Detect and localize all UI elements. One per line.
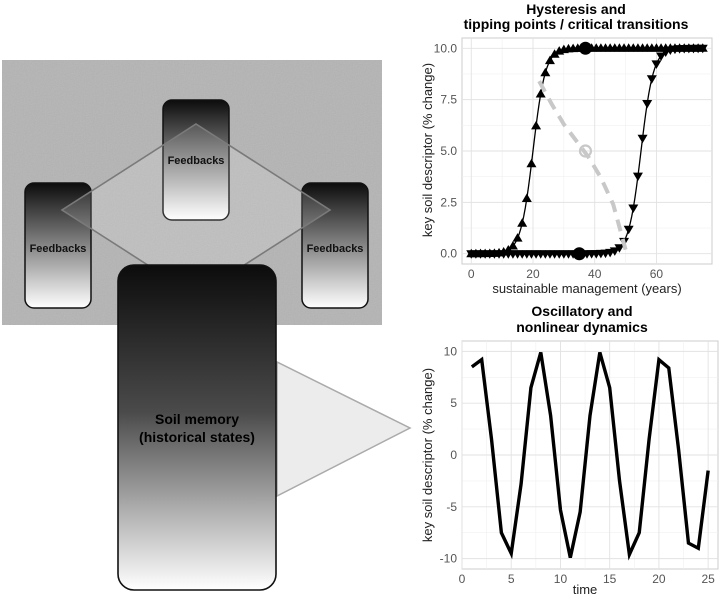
y-tick-label: 5 (450, 396, 457, 410)
y-tick-label: 10 (444, 344, 458, 358)
y-tick-labels: -10 -5 0 5 10 (440, 344, 458, 565)
feedback-label-right: Feedbacks (307, 243, 364, 255)
y-axis-label: key soil descriptor (% change) (420, 63, 435, 237)
x-tick-label: 0 (468, 267, 475, 281)
chart-subtitle: nonlinear dynamics (516, 319, 648, 335)
x-tick-label: 15 (603, 572, 617, 586)
equilibrium-point-stable (572, 247, 586, 261)
y-tick-labels: 0.0 2.5 5.0 7.5 10.0 (434, 41, 458, 260)
x-tick-label: 20 (526, 267, 540, 281)
x-tick-label: 0 (459, 572, 466, 586)
feedback-box-top (162, 99, 230, 221)
x-tick-labels: 0 20 40 60 (468, 267, 664, 281)
feedback-box-right (301, 182, 369, 309)
backward-branch-marker (632, 172, 643, 182)
y-tick-label: 0 (450, 448, 457, 462)
backward-branch-marker (697, 44, 708, 54)
backward-branch-marker (651, 60, 662, 69)
y-axis-label: key soil descriptor (% change) (420, 368, 435, 542)
soil-memory-sublabel: (historical states) (139, 429, 255, 445)
x-tick-label: 20 (652, 572, 666, 586)
y-tick-label: 7.5 (440, 93, 457, 107)
equilibrium-point-unstable (578, 144, 593, 158)
x-tick-label: 10 (554, 572, 568, 586)
forward-branch-marker (526, 158, 537, 168)
y-tick-label: 0.0 (440, 247, 457, 261)
x-tick-label: 25 (701, 572, 715, 586)
oscillation-line (470, 351, 710, 561)
chart-title: Hysteresis and (526, 1, 626, 17)
backward-branch-marker (637, 134, 648, 144)
backward-branch-marker (656, 52, 667, 61)
chart-title: Oscillatory and (531, 303, 632, 319)
forward-branch-marker (544, 55, 555, 65)
forward-branch-marker (521, 193, 532, 202)
y-tick-label: 10.0 (434, 41, 458, 55)
chart-subtitle: tipping points / critical transitions (464, 16, 689, 32)
forward-branch-marker (507, 241, 518, 250)
connector-triangle (276, 360, 412, 498)
x-tick-labels: 0 5 10 15 20 25 (459, 572, 715, 586)
forward-branch-marker (549, 49, 560, 58)
forward-branch-marker (540, 67, 551, 77)
feedback-label-left: Feedbacks (30, 243, 87, 255)
backward-branch-marker (623, 225, 634, 235)
x-tick-label: 60 (650, 267, 664, 281)
hysteresis-chart: Hysteresis and tipping points / critical… (420, 1, 713, 296)
backward-branch-marker (614, 244, 625, 253)
y-tick-label: -5 (446, 500, 457, 514)
feedback-box-left (24, 182, 92, 309)
forward-branch-marker (535, 89, 546, 98)
backward-branch-marker (609, 247, 620, 256)
forward-branch-marker (512, 233, 523, 242)
data-marks (470, 351, 710, 561)
y-tick-label: -10 (440, 552, 458, 566)
unstable-branch-line (537, 80, 628, 251)
forward-branch-marker (531, 120, 542, 130)
y-tick-label: 2.5 (440, 195, 457, 209)
gridlines (461, 341, 718, 569)
y-tick-label: 5.0 (440, 144, 457, 158)
soil-memory-box (117, 264, 277, 591)
x-tick-label: 5 (508, 572, 515, 586)
backward-branch-marker (642, 100, 653, 109)
x-tick-label: 40 (588, 267, 602, 281)
data-marks (466, 41, 708, 261)
x-axis-label: time (573, 582, 598, 597)
x-axis-label: sustainable management (years) (492, 281, 681, 296)
feedback-label-top: Feedbacks (168, 155, 225, 167)
oscillation-chart: Oscillatory and nonlinear dynamics -10 -5… (420, 303, 719, 597)
equilibrium-point-stable (578, 41, 592, 55)
feedback-diagram: Feedbacks Feedbacks Feedbacks Soil memor… (2, 60, 412, 591)
soil-memory-label: Soil memory (155, 411, 239, 427)
backward-branch-marker (628, 204, 639, 213)
backward-branch-marker (646, 75, 657, 84)
forward-branch-marker (517, 218, 528, 227)
